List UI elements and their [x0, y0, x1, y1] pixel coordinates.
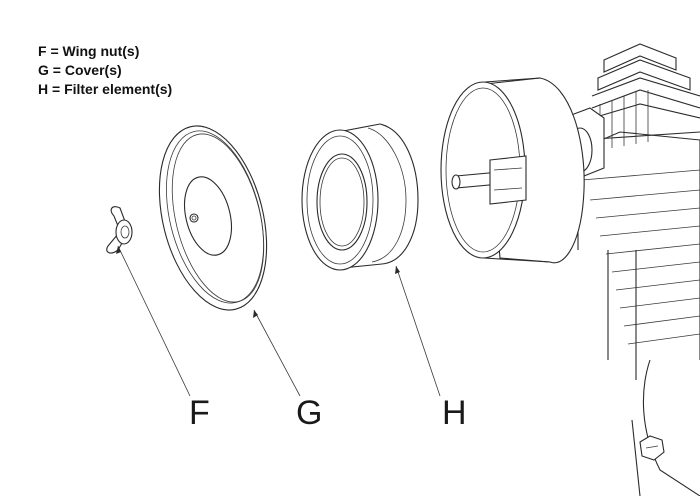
- legend-item-filter-element: H = Filter element(s): [38, 81, 173, 97]
- legend-item-cover: G = Cover(s): [38, 62, 122, 78]
- wing-nut: [106, 206, 133, 254]
- legend: F = Wing nut(s) G = Cover(s) H = Filter …: [38, 42, 172, 99]
- leader-lines: [116, 245, 441, 397]
- compressor-head: [557, 43, 700, 496]
- filter-cover: [158, 125, 268, 311]
- callout-label-f: F: [189, 394, 210, 432]
- filter-element: [301, 123, 419, 271]
- filter-housing: [440, 77, 585, 264]
- legend-item-wing-nut: F = Wing nut(s): [38, 43, 140, 59]
- callout-label-g: G: [296, 394, 323, 432]
- callout-label-h: H: [442, 394, 467, 432]
